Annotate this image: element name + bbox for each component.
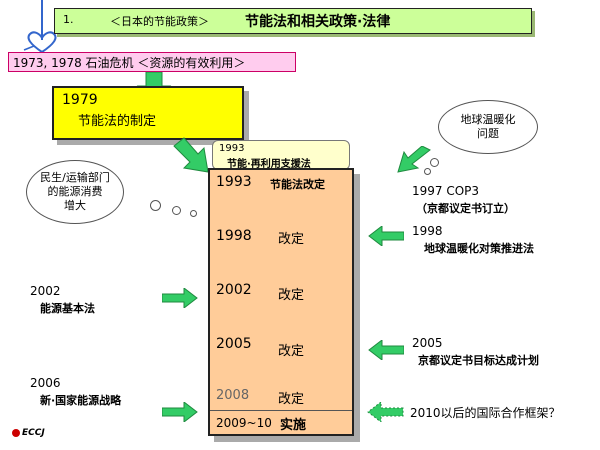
logo-text: ECCJ — [22, 428, 45, 438]
timeline-year: 1993 — [216, 174, 252, 190]
thought-cloud-left: 民生/运输部门 的能源消费 增大 — [26, 160, 124, 224]
timeline-year: 1998 — [216, 228, 252, 244]
event-year: 2006 — [30, 376, 61, 390]
title-number: 1. — [63, 13, 74, 26]
diagonal-arrow-icon — [397, 146, 431, 173]
law-1979-text: 节能法的制定 — [78, 114, 157, 129]
event-year: 2005 — [412, 336, 443, 350]
right-arrow-icon — [162, 402, 198, 422]
timeline-action: 改定 — [278, 344, 305, 359]
event-text: 2010以后的国际合作框架？ — [410, 406, 561, 420]
title-bar: 1. ＜日本的节能政策＞ 节能法和相关政策·法律 — [54, 8, 532, 34]
event-year: 2002 — [30, 284, 61, 298]
support-law-year: 1993 — [219, 143, 245, 154]
timeline-year: 2009~10 — [216, 416, 272, 430]
title-subtitle: ＜日本的节能政策＞ — [110, 15, 209, 28]
timeline-action: 实施 — [280, 418, 307, 433]
law-1979-box: 1979 节能法的制定 — [52, 86, 244, 140]
timeline-divider — [210, 410, 352, 411]
left-arrow-icon — [368, 340, 404, 360]
event-text: 京都议定书目标达成计划 — [418, 354, 539, 367]
cloud-dot — [150, 200, 161, 211]
timeline-action: 改定 — [278, 232, 305, 247]
eccj-logo: ECCJ — [12, 428, 45, 438]
right-arrow-icon — [162, 288, 198, 308]
timeline-year: 2002 — [216, 282, 252, 298]
cloud-dot — [424, 168, 431, 175]
oil-crisis-banner: 1973, 1978 石油危机 ＜资源的有效利用＞ — [8, 52, 296, 72]
logo-circle-icon — [12, 428, 20, 437]
law-1979-year: 1979 — [62, 92, 98, 108]
timeline-year: 2008 — [216, 388, 250, 403]
timeline-action: 节能法改定 — [270, 178, 325, 191]
diagonal-arrow-icon — [173, 137, 209, 173]
event-text: （京都议定书订立） — [416, 202, 515, 215]
support-law-text: 节能·再利用支援法 — [227, 159, 311, 170]
page-title: 节能法和相关政策·法律 — [245, 14, 391, 30]
cloud-left-text: 民生/运输部门 的能源消费 增大 — [40, 171, 110, 212]
event-text: 新·国家能源战略 — [40, 394, 122, 407]
heart-stem-logo — [23, 0, 57, 54]
timeline-action: 改定 — [278, 392, 305, 407]
timeline-action: 改定 — [278, 288, 305, 303]
timeline-box: 1993 节能法改定 1998 改定 2002 改定 2005 改定 2008 … — [208, 168, 354, 436]
support-law-1993-box: 1993 节能·再利用支援法 — [212, 140, 350, 170]
left-arrow-icon — [368, 226, 404, 246]
event-year: 1997 COP3 — [412, 184, 480, 198]
timeline-year: 2005 — [216, 336, 252, 352]
cloud-right-text: 地球温暖化 问题 — [460, 113, 516, 140]
event-year: 1998 — [412, 224, 443, 238]
cloud-dot — [430, 158, 439, 167]
cloud-dot — [172, 206, 181, 215]
dashed-left-arrow-icon — [367, 402, 404, 422]
event-text: 能源基本法 — [40, 302, 95, 315]
cloud-dot — [190, 210, 197, 217]
event-text: 地球温暖化对策推进法 — [424, 242, 534, 255]
thought-cloud-right: 地球温暖化 问题 — [438, 100, 538, 154]
